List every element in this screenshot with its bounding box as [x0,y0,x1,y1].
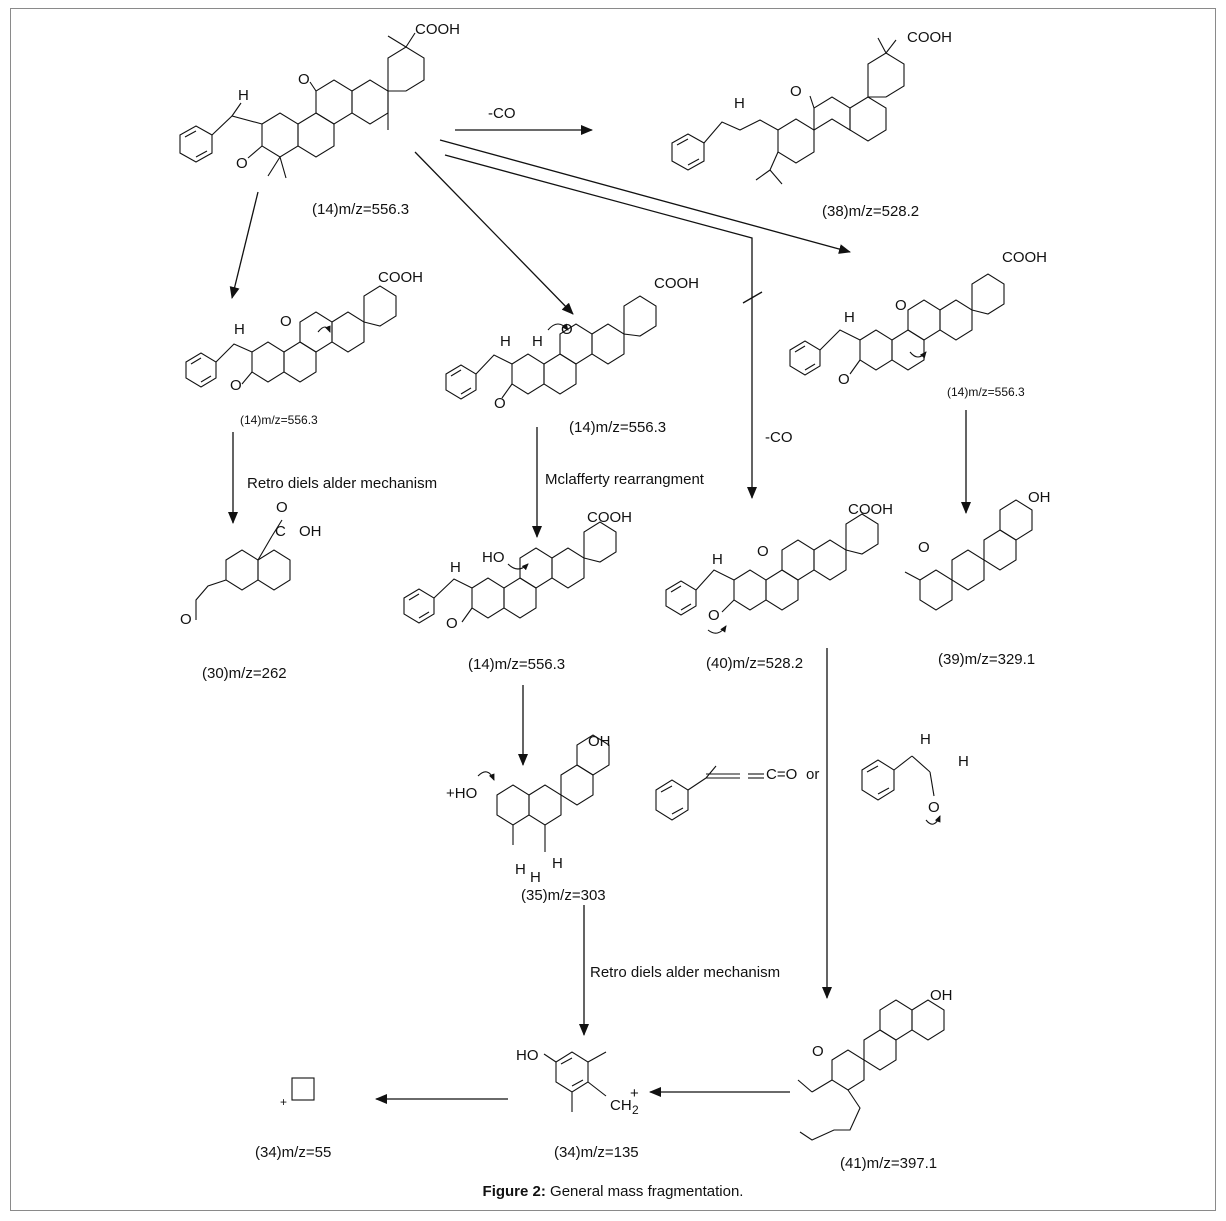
h-label: H [238,87,249,104]
carboxyl-oh-label: OH [299,523,322,540]
compound-41-label: (41)m/z=397.1 [840,1155,937,1172]
aldehyde-o-label: O [928,799,940,816]
cooh-label: COOH [907,29,952,46]
structure-14c [403,521,617,624]
ketene-fragment [655,765,764,821]
h-label: H [234,321,245,338]
oh-label: OH [1028,489,1051,506]
compound-14c-label: (14)m/z=556.3 [468,656,565,673]
ketone-o-label: O [708,607,720,624]
ketone-o-label: O [494,395,506,412]
h-label: H [500,333,511,350]
aldehyde-o-label: O [180,611,192,628]
structure-38 [671,37,905,185]
ho-label: HO [516,1047,539,1064]
h-label: H [530,869,541,886]
figure-frame [10,8,1216,1211]
cooh-label: COOH [654,275,699,292]
ketone-o-label: O [757,543,769,560]
label-mclafferty: Mclafferty rearrangment [545,471,705,488]
structure-30 [195,519,291,620]
structure-14b [445,295,657,400]
structure-14d [789,273,1005,376]
h-label: H [552,855,563,872]
ketone-o-label: O [446,615,458,632]
structure-39 [904,499,1033,611]
ketone-o-label: O [280,313,292,330]
structure-35 [477,734,610,852]
cooh-label: COOH [1002,249,1047,266]
label-retro-da-2: Retro diels alder mechanism [590,964,780,981]
compound-14d-label: (14)m/z=556.3 [947,385,1025,399]
aldehyde-fragment [861,755,941,825]
ketone-o-label: O [812,1043,824,1060]
compound-14b-label: (14)m/z=556.3 [569,419,666,436]
structure-14-top [179,32,425,179]
ketone-o-label: O [790,83,802,100]
ch2-subscript: 2 [632,1103,639,1117]
cation-plus-label: + [630,1085,639,1102]
structure-40 [665,513,879,634]
ketone-o-label: O [918,539,930,556]
cooh-label: COOH [415,21,460,38]
compound-14a-label: (14)m/z=556.3 [240,413,318,427]
figure-caption: Figure 2: General mass fragmentation. [0,1183,1226,1200]
ketone-o-label: O [895,297,907,314]
h-label: H [734,95,745,112]
carboxyl-c-label: C [275,523,286,540]
compound-34-small-label: (34)m/z=55 [255,1144,331,1161]
arrow-to-14d [439,139,851,254]
arrow-blocked-mark [742,291,763,304]
structure-34-small [291,1077,315,1101]
h-label: H [532,333,543,350]
structure-14a [185,285,397,388]
structure-34 [543,1051,607,1112]
label-loss-co-mid: -CO [765,429,793,446]
caption-label: Figure 2: [482,1183,546,1200]
ketone-o-label: O [838,371,850,388]
h-label: H [515,861,526,878]
or-label: or [806,766,819,783]
h-label: H [844,309,855,326]
ketone-o-label: O [298,71,310,88]
reaction-arrows [228,125,971,1104]
h-label: H [450,559,461,576]
cooh-label: COOH [587,509,632,526]
oh-label: OH [588,733,611,750]
h-label: H [958,753,969,770]
oh-label: OH [930,987,953,1004]
compound-34-label: (34)m/z=135 [554,1144,639,1161]
cooh-label: COOH [848,501,893,518]
atom-labels: COOH O H O COOH O H COOH O H O COOH O H … [180,21,1051,1117]
ho-label: HO [482,549,505,566]
compound-35-label: (35)m/z=303 [521,887,606,904]
caption-text: General mass fragmentation. [545,1183,744,1200]
compound-30-label: (30)m/z=262 [202,665,287,682]
ketene-co-label: C=O [766,766,797,783]
h-label: H [712,551,723,568]
ch2-label: CH [610,1097,632,1114]
ketone-o-label: O [230,377,242,394]
plus-ho-label: +HO [446,785,477,802]
ketone-o-label: O [236,155,248,172]
label-retro-da-1: Retro diels alder mechanism [247,475,437,492]
carboxyl-o-label: O [276,499,288,516]
ketone-o-label: O [561,321,573,338]
cooh-label: COOH [378,269,423,286]
compound-40-label: (40)m/z=528.2 [706,655,803,672]
arrow-to-14a [229,191,259,299]
label-loss-co-top: -CO [488,105,516,122]
arrow-to-14b [414,151,574,315]
arrow-to-40 [444,154,757,499]
h-label: H [920,731,931,748]
cation-plus-label: + [280,1095,287,1109]
compound-39-label: (39)m/z=329.1 [938,651,1035,668]
structure-41 [797,999,945,1141]
compound-38-label: (38)m/z=528.2 [822,203,919,220]
compound-14-top-label: (14)m/z=556.3 [312,201,409,218]
